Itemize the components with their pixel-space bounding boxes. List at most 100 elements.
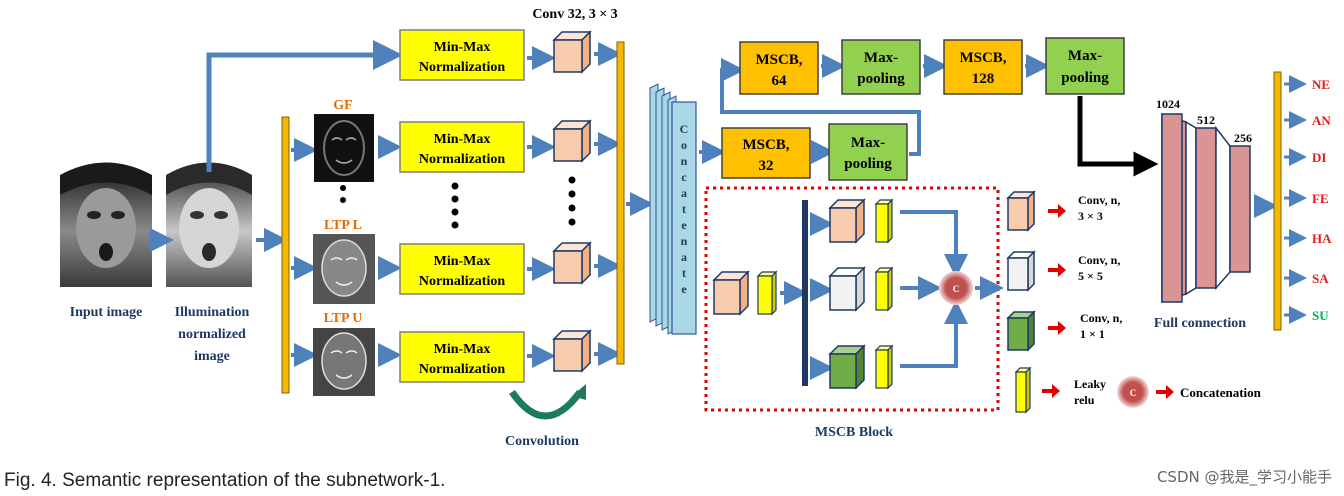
minmax-box-2: Min-Max Normalization (399, 121, 525, 173)
maxpool-top2-line1: Max- (1068, 48, 1102, 64)
legend-conv55-line1: Conv, n, (1078, 253, 1120, 267)
maxpool-top1-line1: Max- (864, 50, 898, 66)
maxpool-box-lower: Max- pooling (828, 123, 908, 181)
split-bar-left (281, 116, 290, 394)
figure-caption: Fig. 4. Semantic representation of the s… (4, 470, 445, 491)
conv-cube-1 (552, 30, 592, 74)
minmax-1-line1: Min-Max (434, 40, 491, 55)
convolution-arrowhead (572, 384, 586, 400)
fc-size-1024: 1024 (1156, 97, 1180, 111)
legend-conv11-line2: 1 × 1 (1080, 327, 1105, 341)
concat-letter-9: a (681, 250, 687, 264)
illum-label-3: image (194, 349, 230, 364)
concat-letter-6: t (682, 202, 686, 216)
class-fe: FE (1312, 191, 1329, 206)
mscb-32-line2: 32 (759, 158, 774, 174)
conv-cube-2 (552, 119, 592, 163)
gf-label: GF (333, 98, 352, 113)
arrow-illum-to-minmax-top (206, 40, 403, 172)
arrow-maxpool-to-mscb64 (720, 58, 921, 156)
legend-conv33-line2: 3 × 3 (1078, 209, 1103, 223)
concat-circle: C (939, 271, 973, 305)
minmax-3-line1: Min-Max (434, 254, 491, 269)
maxpool-top1-line2: pooling (857, 71, 905, 87)
minmax-3-line2: Normalization (419, 274, 506, 289)
ltp-u-image (313, 328, 375, 396)
concatenate-block (649, 83, 697, 335)
fc-layer-1024 (1161, 112, 1187, 304)
mscb-64-box: MSCB, 64 (739, 41, 819, 95)
minmax-4-line1: Min-Max (434, 342, 491, 357)
branch-conv11-relu (874, 344, 894, 390)
merge-bar (616, 41, 625, 365)
legend-concatenation-label: Concatenation (1180, 385, 1262, 400)
legend-arrow-conv11 (1048, 321, 1066, 335)
minmax-ellipsis-dots (451, 182, 459, 229)
branch-conv33-relu (874, 198, 894, 244)
output-bar (1273, 71, 1282, 331)
fc-size-256: 256 (1234, 131, 1252, 145)
concatenate-label: C o n c a t e n a t e (680, 122, 689, 296)
mscb-input-cube (712, 270, 750, 316)
legend: Conv, n, 3 × 3 Conv, n, 5 × 5 Conv, n, 1… (1006, 190, 1262, 414)
gf-image (314, 114, 374, 182)
concat-letter-8: n (681, 234, 688, 248)
fc-layer-512 (1185, 120, 1217, 296)
ltp-l-label: LTP L (324, 218, 362, 233)
minmax-box-4: Min-Max Normalization (399, 331, 525, 383)
branch-conv55-cube (828, 266, 866, 312)
legend-conv55-line2: 5 × 5 (1078, 269, 1103, 283)
mscb-32-box: MSCB, 32 (721, 127, 811, 179)
arrow-conv11-to-concat (900, 300, 968, 368)
concat-letter-7: e (681, 218, 687, 232)
concat-letter-3: n (681, 154, 688, 168)
cube-ellipsis-dots (568, 176, 576, 226)
class-di: DI (1312, 150, 1326, 165)
class-ne: NE (1312, 77, 1330, 92)
convolution-curve-arrow (509, 389, 583, 420)
class-outputs: NE AN DI FE HA SA SU (1284, 75, 1332, 324)
branch-conv11-cube (828, 344, 866, 390)
maxpool-box-top-2: Max- pooling (1045, 37, 1125, 95)
input-image-label: Input image (70, 305, 143, 320)
input-image (60, 162, 152, 287)
conv32-label: Conv 32, 3 × 3 (532, 7, 617, 22)
illum-label-1: Illumination (175, 305, 250, 320)
class-sa: SA (1312, 271, 1329, 286)
mscb-128-line1: MSCB, (959, 50, 1006, 66)
arrow-maxpool-to-fc (1077, 96, 1159, 177)
fc-size-512: 512 (1197, 113, 1215, 127)
full-connection-label: Full connection (1154, 316, 1246, 331)
mscb-64-line1: MSCB, (755, 52, 802, 68)
legend-leaky-line1: Leaky (1074, 377, 1106, 391)
maxpool-box-top-1: Max- pooling (841, 39, 921, 95)
concat-letter-1: C (680, 122, 689, 136)
legend-relu-slab (1014, 366, 1032, 414)
ltp-u-label: LTP U (324, 311, 363, 326)
fc-layer-256 (1215, 125, 1251, 290)
minmax-box-3: Min-Max Normalization (399, 243, 525, 295)
concat-circle-letter: C (953, 284, 960, 294)
maxpool-top2-line2: pooling (1061, 70, 1109, 86)
conv-cube-4 (552, 329, 592, 373)
minmax-2-line1: Min-Max (434, 132, 491, 147)
mscb-64-line2: 64 (772, 73, 788, 89)
legend-conv33-line1: Conv, n, (1078, 193, 1120, 207)
minmax-1-line2: Normalization (419, 60, 506, 75)
ltp-l-image (313, 234, 375, 304)
convolution-label: Convolution (505, 434, 579, 449)
mscb-split-bar (802, 200, 808, 386)
illum-label-2: normalized (178, 327, 246, 342)
mscb-block-label: MSCB Block (815, 425, 893, 440)
concat-letter-5: a (681, 186, 687, 200)
feature-ellipsis-dots (340, 185, 346, 203)
legend-conv11-line1: Conv, n, (1080, 311, 1122, 325)
legend-concat-circle: C (1117, 376, 1149, 408)
legend-conv55-cube (1006, 250, 1036, 292)
legend-leaky-line2: relu (1074, 393, 1095, 407)
maxpool-lower-line1: Max- (851, 135, 885, 151)
concat-letter-2: o (681, 138, 687, 152)
class-ha: HA (1312, 231, 1332, 246)
watermark: CSDN @我是_学习小能手 (1157, 468, 1332, 487)
